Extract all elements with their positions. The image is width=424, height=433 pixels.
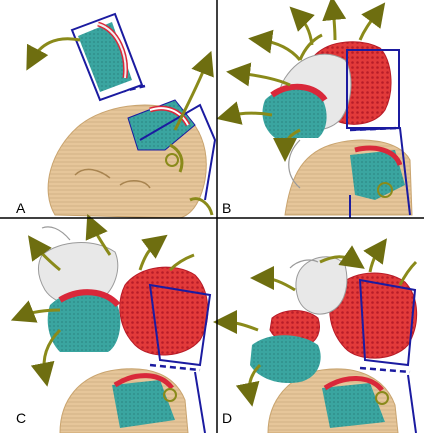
skull-layer-d <box>296 257 347 314</box>
panel-label-b: B <box>222 200 231 216</box>
arrow-d-6 <box>400 262 416 285</box>
panel-b <box>228 8 412 218</box>
arrow-d-2 <box>225 322 258 330</box>
arrow-c-4 <box>140 242 158 270</box>
arrow-b-2 <box>238 73 290 85</box>
arrow-d-5 <box>370 248 380 272</box>
red-cortex-c <box>120 267 208 355</box>
panel-label-a: A <box>16 200 25 216</box>
panel-d <box>225 248 417 433</box>
arrow-d-1 <box>262 278 295 290</box>
teal-piece-d <box>250 335 321 383</box>
extracted-block-a <box>72 14 142 100</box>
panel-label-d: D <box>222 410 232 426</box>
panel-label-c: C <box>16 410 26 426</box>
arrow-a-1 <box>32 39 80 60</box>
arrow-b-1 <box>260 40 300 60</box>
arrow-b-5 <box>298 15 312 45</box>
arrow-c-6 <box>170 255 194 270</box>
panel-a <box>32 14 215 218</box>
panel-c <box>22 225 210 433</box>
arrow-b-7 <box>360 12 378 40</box>
arrow-b-6 <box>333 8 335 40</box>
